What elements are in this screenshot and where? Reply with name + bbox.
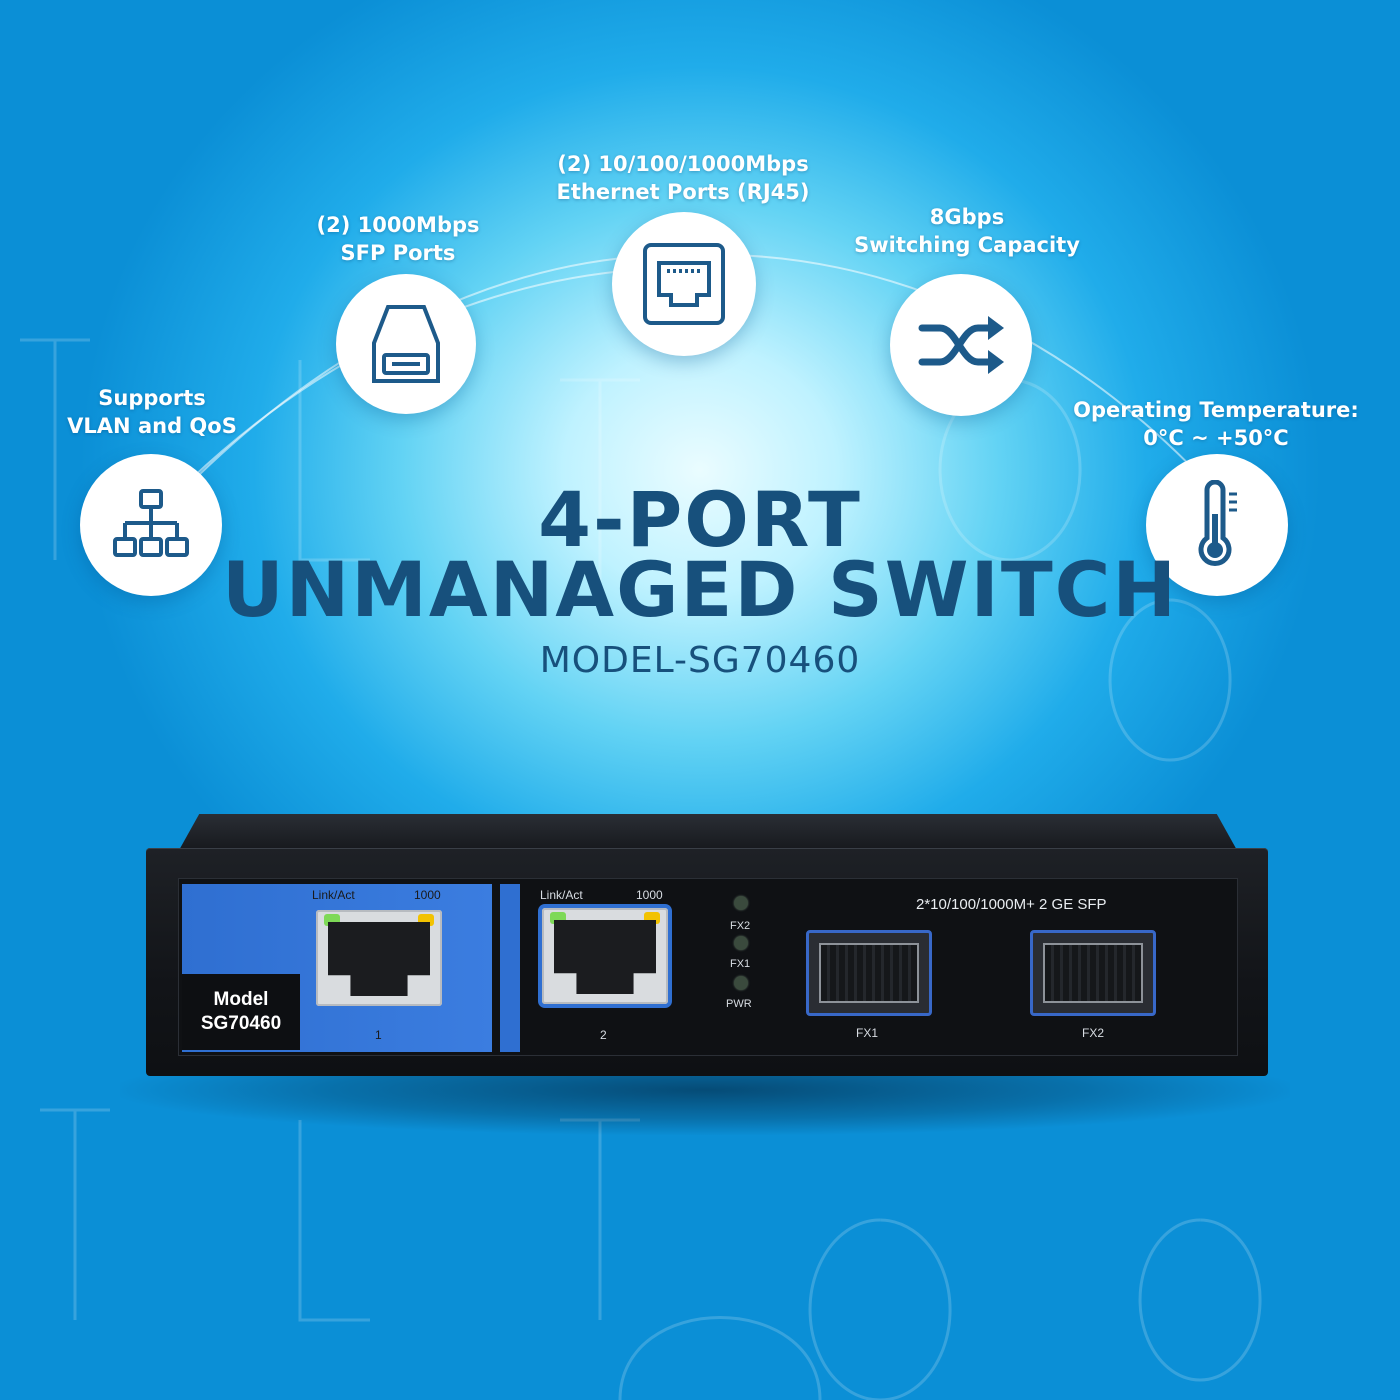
feature-circle-switching bbox=[890, 274, 1032, 416]
model-plate-line-2: SG70460 bbox=[200, 1013, 282, 1034]
status-label-fx1: FX1 bbox=[730, 958, 751, 970]
feature-label-temperature: Operating Temperature:0°C ~ +50°C bbox=[1073, 398, 1359, 450]
sfp-port-2 bbox=[1030, 930, 1156, 1016]
port2-link-label: Link/Act bbox=[540, 888, 583, 902]
rj45-port-icon bbox=[643, 243, 725, 325]
rj45-port-1 bbox=[316, 910, 442, 1006]
port1-socket bbox=[328, 922, 430, 996]
status-label-pwr: PWR bbox=[726, 998, 752, 1010]
feature-circle-sfp bbox=[336, 274, 476, 414]
sfp-module-icon bbox=[372, 305, 440, 383]
sfp-port-1-label: FX1 bbox=[856, 1026, 879, 1040]
port1-number: 1 bbox=[375, 1028, 382, 1042]
status-led-fx1 bbox=[734, 936, 748, 950]
sfp-port-1 bbox=[806, 930, 932, 1016]
port2-socket bbox=[554, 920, 656, 994]
port1-link-label: Link/Act bbox=[312, 888, 355, 902]
feature-circle-ethernet bbox=[612, 212, 756, 356]
thermometer-icon bbox=[1198, 480, 1237, 566]
spec-label: 2*10/100/1000M+ 2 GE SFP bbox=[916, 896, 1107, 913]
model-plate: Model SG70460 bbox=[182, 974, 300, 1050]
network-hierarchy-icon bbox=[113, 489, 189, 557]
sfp-port-2-label: FX2 bbox=[1082, 1026, 1105, 1040]
port2-speed-label: 1000 bbox=[636, 888, 663, 902]
heading-line-1: 4-PORT bbox=[538, 475, 862, 564]
port2-number: 2 bbox=[600, 1028, 607, 1042]
heading-line-2: UNMANAGED SWITCH bbox=[221, 545, 1179, 634]
model-subtitle: MODEL-SG70460 bbox=[539, 640, 861, 681]
status-led-pwr bbox=[734, 976, 748, 990]
status-led-fx2 bbox=[734, 896, 748, 910]
feature-circle-vlan bbox=[80, 454, 222, 596]
model-plate-line-1: Model bbox=[213, 989, 269, 1010]
rj45-port-2 bbox=[542, 908, 668, 1004]
switch-device: Model SG70460 Link/Act 1000 1 Link/Act 1… bbox=[146, 848, 1268, 1076]
feature-circle-temperature bbox=[1146, 454, 1288, 596]
port-panel-divider bbox=[500, 884, 520, 1052]
sfp-port-1-cage bbox=[819, 943, 919, 1003]
shuffle-arrows-icon bbox=[918, 316, 1004, 374]
device-top bbox=[178, 814, 1238, 852]
port1-speed-label: 1000 bbox=[414, 888, 441, 902]
sfp-port-2-cage bbox=[1043, 943, 1143, 1003]
status-label-fx2: FX2 bbox=[730, 920, 751, 932]
